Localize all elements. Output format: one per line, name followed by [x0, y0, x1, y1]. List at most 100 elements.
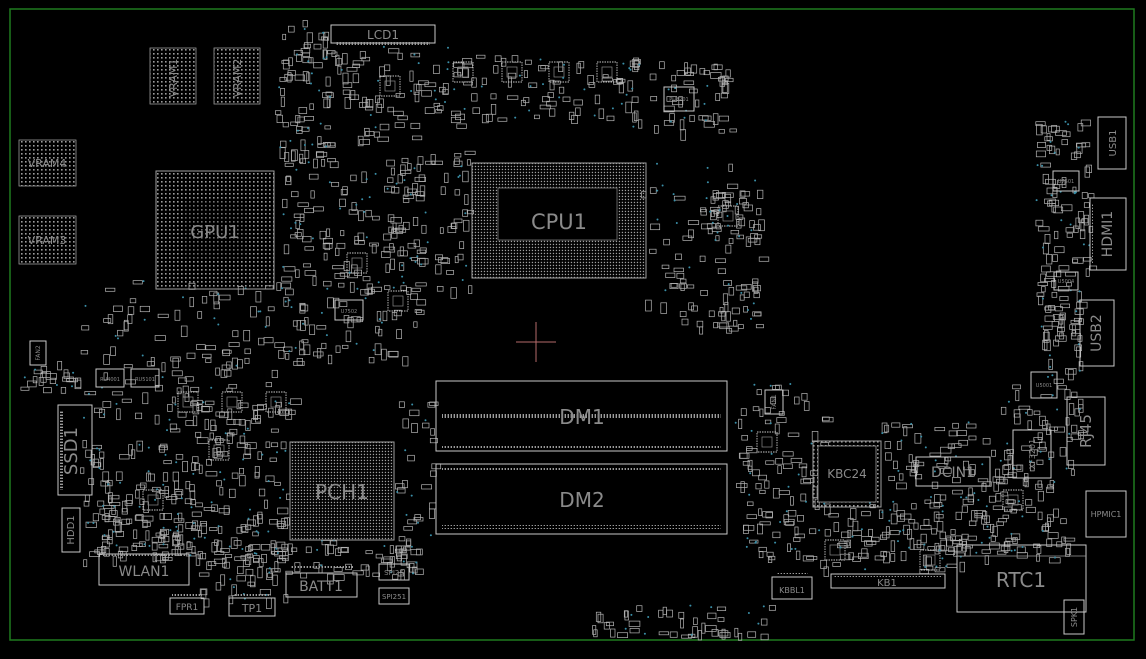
via — [405, 513, 408, 516]
component-ru4001[interactable]: RU4001 — [95, 368, 125, 388]
component-pch1[interactable]: PCH1 — [289, 441, 395, 541]
passive-part — [282, 198, 288, 209]
passive-part — [245, 546, 252, 552]
label-rtc1: RTC1 — [996, 568, 1046, 592]
passive-part — [718, 115, 729, 122]
passive-part — [437, 105, 444, 111]
component-spi251[interactable]: SPI251 — [378, 587, 410, 605]
component-kbbl1[interactable]: KBBL1 — [771, 573, 813, 600]
passive-part — [383, 556, 393, 564]
component-dm2[interactable]: DM2 — [435, 463, 728, 535]
component-hpmic1[interactable]: HPMIC1 — [1085, 490, 1127, 538]
component-rj45[interactable]: RJ45 — [1066, 396, 1106, 466]
passive-part — [335, 247, 340, 256]
passive-part — [462, 58, 473, 65]
component-xf3201[interactable]: XF3201 — [1012, 429, 1052, 479]
via — [797, 473, 800, 476]
passive-part — [1053, 508, 1059, 518]
passive-part — [220, 548, 230, 553]
component-fan2[interactable]: FAN2 — [29, 340, 47, 366]
component-gpu1[interactable]: GPU1 — [155, 170, 275, 290]
component-ssd1[interactable]: SSD1 — [57, 404, 93, 496]
passive-part — [1066, 543, 1072, 555]
passive-part — [433, 64, 440, 74]
component-spk1[interactable]: SPK1 — [1063, 599, 1085, 635]
via — [1048, 458, 1051, 461]
via — [409, 193, 412, 196]
passive-part — [412, 217, 419, 226]
component-usb2[interactable]: USB2 — [1079, 299, 1115, 367]
passive-part — [201, 405, 210, 413]
component-dm1[interactable]: DM1 — [435, 380, 728, 452]
passive-part — [321, 342, 327, 349]
component-spi25[interactable]: SPI25 — [378, 563, 410, 581]
component-fan1[interactable]: FAN1 — [764, 389, 784, 415]
passive-part — [339, 198, 346, 207]
passive-part — [682, 235, 693, 241]
passive-part — [1077, 123, 1084, 132]
passive-part — [189, 484, 195, 492]
passive-part — [226, 433, 233, 444]
via — [745, 545, 748, 548]
passive-part — [327, 158, 336, 163]
passive-part — [703, 70, 710, 76]
ic-package — [452, 61, 474, 83]
component-vram4[interactable]: VRAM4 — [18, 139, 77, 187]
component-vram2[interactable]: VRAM2 — [213, 47, 261, 105]
passive-part — [1044, 198, 1056, 204]
component-usb1[interactable]: USB1 — [1097, 116, 1127, 170]
passive-part — [701, 622, 706, 634]
passive-part — [1035, 219, 1044, 227]
passive-part — [746, 514, 757, 519]
passive-part — [995, 493, 1002, 502]
component-wlan1[interactable]: WLAN1 — [98, 553, 190, 586]
passive-part — [693, 617, 698, 625]
component-hdd1[interactable]: HDD1 — [61, 507, 81, 553]
component-vram1[interactable]: VRAM1 — [149, 47, 197, 105]
passive-part — [680, 618, 684, 629]
passive-part — [245, 568, 254, 576]
passive-part — [333, 297, 340, 309]
passive-part — [1007, 455, 1013, 465]
passive-part — [293, 213, 305, 218]
component-lcd1[interactable]: LCD1 — [330, 24, 436, 45]
passive-part — [398, 536, 406, 542]
component-cpu1[interactable]: CPU1 — [471, 162, 647, 279]
passive-part — [419, 247, 427, 253]
component-rtc1[interactable]: RTC1 — [956, 544, 1087, 613]
passive-part — [257, 513, 263, 524]
component-u7501[interactable]: U7501 — [1052, 170, 1080, 192]
via — [410, 90, 413, 92]
component-ru5101[interactable]: RU5101 — [130, 368, 160, 388]
component-u5004[interactable]: U5004 — [1053, 271, 1079, 291]
component-vram3[interactable]: VRAM3 — [18, 215, 77, 265]
passive-part — [290, 121, 299, 126]
passive-part — [717, 268, 726, 274]
component-u7502[interactable]: U7502 — [334, 299, 364, 321]
component-dcin1[interactable]: DCIN1 — [915, 456, 991, 487]
passive-part — [327, 297, 334, 309]
component-u5001[interactable]: U5001 — [1030, 371, 1058, 399]
passive-part — [747, 631, 757, 638]
component-fpr1[interactable]: FPR1 — [169, 593, 205, 615]
via — [288, 299, 291, 302]
passive-part — [573, 99, 583, 106]
passive-part — [316, 151, 328, 157]
via — [755, 540, 757, 543]
passive-part — [342, 186, 348, 195]
component-batt1[interactable]: BATT1 — [285, 566, 358, 598]
passive-part — [666, 96, 678, 102]
passive-part — [1084, 166, 1090, 178]
passive-part — [339, 272, 350, 277]
passive-part — [291, 547, 298, 552]
via — [316, 548, 319, 551]
component-kbc24[interactable]: KBC24 — [812, 440, 882, 508]
component-hdmi1[interactable]: HDMI1 — [1089, 197, 1127, 271]
passive-part — [828, 513, 839, 518]
component-kb1[interactable]: KB1 — [830, 573, 946, 589]
component-pu8201[interactable]: PU8201 — [663, 86, 695, 112]
passive-part — [222, 349, 230, 357]
component-tp1[interactable]: TP1 — [228, 593, 276, 617]
passive-part — [961, 505, 968, 513]
